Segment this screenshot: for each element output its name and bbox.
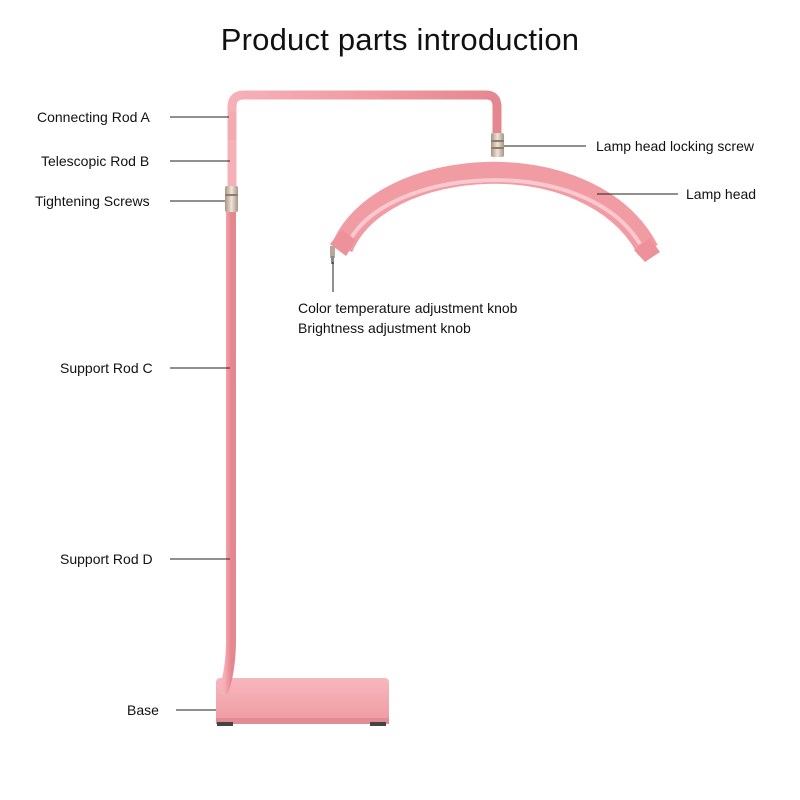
label-support-rod-d: Support Rod D	[60, 551, 153, 567]
connecting-rod-a	[227, 90, 502, 195]
lamp-head-part	[330, 161, 660, 262]
label-telescopic-rod-b: Telescopic Rod B	[41, 153, 150, 169]
lamp-head-locking-screw-part	[491, 133, 504, 157]
label-tightening-screws: Tightening Screws	[35, 193, 150, 209]
label-lamp-head-locking-screw: Lamp head locking screw	[596, 138, 754, 154]
base-part	[216, 678, 389, 726]
label-base: Base	[127, 702, 159, 718]
label-connecting-rod-a: Connecting Rod A	[37, 109, 150, 125]
label-lamp-head: Lamp head	[686, 186, 757, 202]
label-brightness-knob: Brightness adjustment knob	[298, 320, 471, 336]
leader-lines	[170, 116, 678, 711]
support-rod	[219, 200, 236, 695]
tightening-screw-part	[225, 186, 238, 212]
label-color-temperature-knob: Color temperature adjustment knob	[298, 300, 518, 316]
page-title: Product parts introduction	[220, 22, 580, 57]
label-support-rod-c: Support Rod C	[60, 360, 153, 376]
adjustment-knob-part	[330, 246, 335, 264]
